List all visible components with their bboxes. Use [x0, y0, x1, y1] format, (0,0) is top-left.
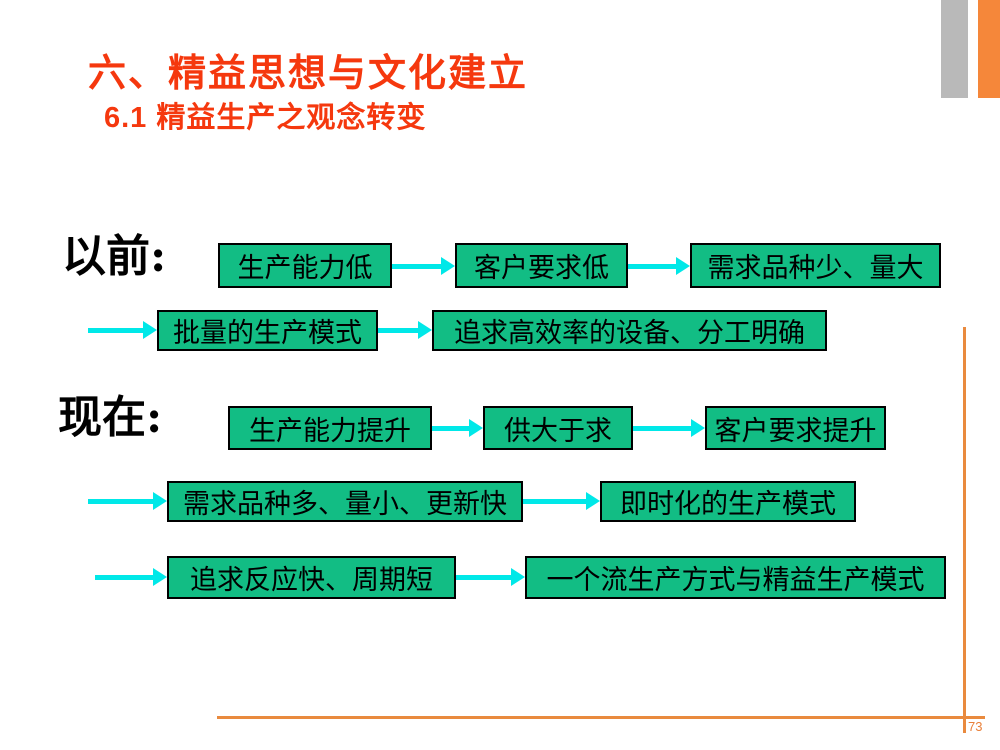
flow-box-now-one-piece-flow: 一个流生产方式与精益生产模式 [525, 556, 946, 599]
flow-arrow [88, 492, 167, 510]
flow-box-before-customer-demand-low: 客户要求低 [455, 243, 628, 288]
flow-box-now-supply-exceeds-demand: 供大于求 [483, 406, 633, 450]
flow-box-before-high-efficiency-equipment: 追求高效率的设备、分工明确 [432, 310, 827, 351]
flow-arrow [628, 257, 690, 275]
flow-box-before-capacity-low: 生产能力低 [218, 243, 392, 288]
flow-arrow [633, 419, 705, 437]
decoration-orange-bar [978, 0, 1000, 98]
flow-box-before-few-varieties: 需求品种少、量大 [690, 243, 941, 288]
flow-box-now-fast-response: 追求反应快、周期短 [167, 556, 456, 599]
page-number: 73 [968, 719, 983, 734]
flow-box-now-customer-demand-up: 客户要求提升 [705, 406, 886, 450]
flow-arrow [378, 321, 432, 339]
flow-arrow [456, 568, 525, 586]
flow-box-before-batch-production: 批量的生产模式 [157, 310, 378, 351]
slide-title: 六、精益思想与文化建立 [88, 53, 529, 95]
decoration-gray-bar [941, 0, 968, 98]
flow-arrow [523, 492, 600, 510]
bottom-horizontal-line [217, 716, 985, 719]
flow-arrow [95, 568, 167, 586]
slide-subtitle: 6.1 精益生产之观念转变 [104, 102, 427, 134]
flow-box-now-jit-production: 即时化的生产模式 [600, 481, 856, 522]
right-vertical-line [963, 327, 966, 733]
flow-box-now-capacity-up: 生产能力提升 [228, 406, 432, 450]
flow-box-now-many-varieties: 需求品种多、量小、更新快 [167, 481, 523, 522]
now-label: 现在: [58, 392, 163, 443]
before-label: 以前: [62, 231, 167, 282]
flow-arrow [432, 419, 483, 437]
flow-arrow [392, 257, 455, 275]
flow-arrow [88, 321, 157, 339]
